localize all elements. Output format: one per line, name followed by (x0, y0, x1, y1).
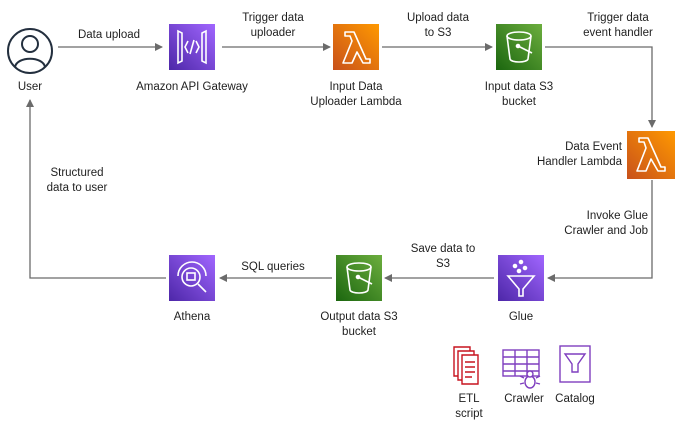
uploader-lambda-icon (333, 24, 379, 70)
arrow-invoke-glue (547, 180, 653, 282)
glue-icon (498, 255, 544, 301)
input-s3-label: Input data S3 bucket (484, 81, 554, 108)
glue-label: Glue (508, 311, 534, 323)
input-s3-icon (496, 24, 542, 70)
catalog-label: Catalog (555, 393, 595, 405)
user-icon (7, 28, 53, 74)
edge-label-save-s3: Save data to S3 (410, 243, 476, 270)
flow-arrows (26, 43, 656, 282)
crawler-icon (502, 349, 541, 389)
etl-script-icon (453, 346, 479, 385)
crawler-label: Crawler (504, 393, 544, 405)
output-s3-label: Output data S3 bucket (320, 311, 398, 338)
user-label: User (17, 81, 43, 93)
edge-label-data-upload: Data upload (77, 29, 141, 41)
edge-label-trigger-uploader: Trigger data uploader (242, 12, 304, 39)
edge-label-trigger-handler: Trigger data event handler (583, 12, 653, 39)
edge-label-invoke-glue: Invoke Glue Crawler and Job (564, 210, 648, 237)
edge-label-upload-s3: Upload data to S3 (406, 12, 470, 39)
edge-label-structured-data: Structured data to user (46, 167, 108, 194)
event-handler-label: Data Event Handler Lambda (536, 141, 622, 168)
athena-label: Athena (173, 311, 211, 323)
event-handler-lambda-icon (627, 131, 675, 179)
arrow-structured-data (26, 99, 166, 279)
athena-icon (169, 255, 215, 301)
edge-label-sql-queries: SQL queries (241, 261, 305, 273)
catalog-icon (559, 345, 591, 383)
arrow-trigger-handler (545, 46, 656, 128)
api-gateway-icon (169, 24, 215, 70)
output-s3-icon (336, 255, 382, 301)
uploader-lambda-label: Input Data Uploader Lambda (310, 81, 402, 108)
api-gateway-label: Amazon API Gateway (136, 81, 248, 93)
etl-script-label: ETL script (455, 393, 483, 420)
